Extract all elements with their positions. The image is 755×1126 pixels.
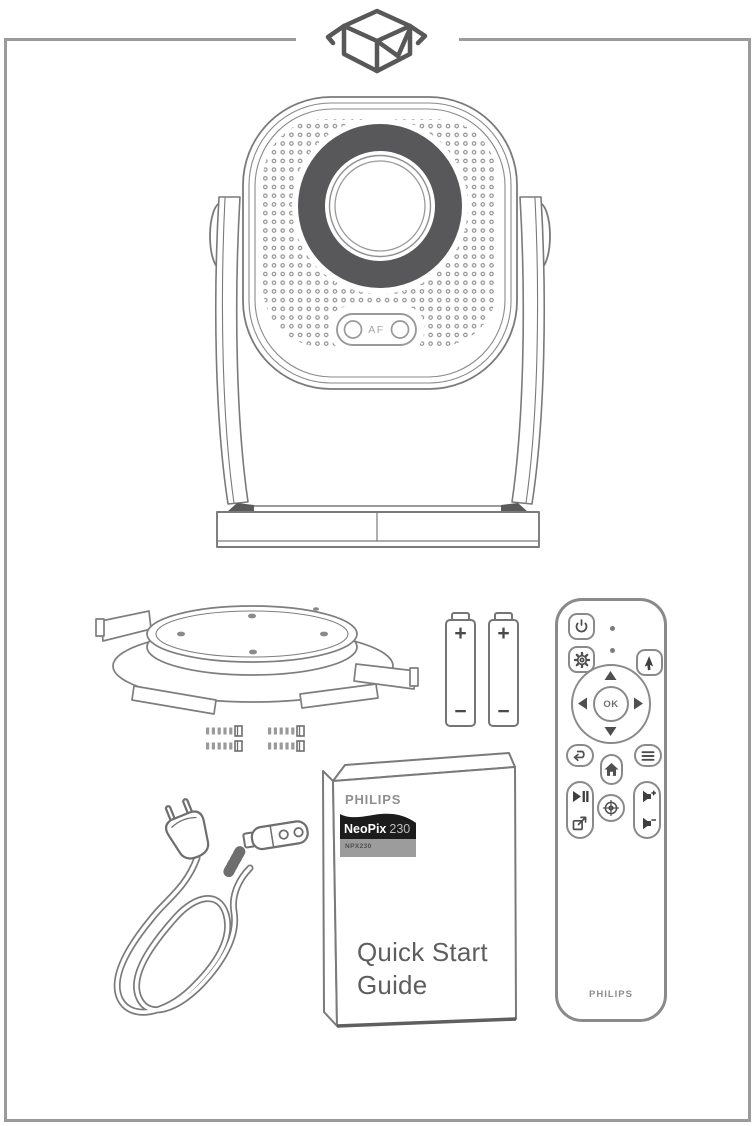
battery-plus-label: +	[454, 622, 467, 645]
plate-screw-holes	[177, 607, 328, 655]
autofocus-button	[597, 794, 625, 822]
dpad-down-icon	[604, 727, 617, 736]
dpad-right-icon	[634, 697, 643, 710]
ok-button: OK	[593, 686, 629, 722]
dpad-left-icon	[578, 697, 587, 710]
play-pause-icon	[573, 790, 589, 802]
battery-minus-label: −	[497, 700, 510, 723]
volume-buttons	[633, 781, 661, 839]
volume-up-icon	[643, 790, 656, 803]
screen-mirror-icon	[572, 816, 587, 831]
plate-tab-left	[100, 610, 152, 642]
projector-illustration	[209, 96, 551, 548]
screw	[206, 740, 243, 752]
mounting-plate	[95, 605, 419, 715]
battery-terminal	[451, 612, 470, 620]
guide-title: Quick Start Guide	[357, 937, 488, 1000]
power-icon	[575, 619, 588, 633]
plate-tab-bottom-right	[299, 683, 379, 709]
pointer-cursor-icon	[644, 655, 653, 670]
banner-swoosh	[340, 810, 416, 823]
plate-top	[146, 605, 358, 663]
battery-plus-label: +	[497, 622, 510, 645]
dpad	[571, 664, 651, 744]
battery-terminal	[494, 612, 513, 620]
plate-tab-bottom-left	[131, 685, 217, 715]
power-button	[568, 613, 595, 640]
remote-brand-logo: PHILIPS	[589, 989, 633, 1000]
home-icon	[604, 762, 619, 776]
screw	[268, 740, 305, 752]
remote-control: OK	[555, 598, 667, 1022]
guide-brand-logo: PHILIPS	[345, 792, 402, 807]
back-icon	[573, 750, 585, 761]
battery: + −	[445, 619, 476, 727]
media-buttons	[566, 781, 594, 839]
power-cable	[113, 798, 309, 1016]
guide-model-code: NPX230	[345, 843, 372, 850]
open-box-icon	[325, 8, 428, 74]
battery: + −	[488, 619, 519, 727]
volume-down-icon	[643, 817, 656, 830]
autofocus-sensor-pill	[336, 313, 417, 346]
settings-gear-icon	[573, 651, 590, 668]
power-plug	[164, 798, 210, 860]
plate-tab-right	[353, 663, 417, 690]
pointer-button	[636, 649, 663, 676]
autofocus-icon	[603, 800, 619, 816]
screw	[268, 725, 305, 737]
stand-arms	[214, 196, 546, 505]
autofocus-label: AF	[368, 323, 385, 336]
menu-icon	[641, 750, 655, 761]
projector-lens	[298, 124, 462, 288]
settings-button	[568, 646, 595, 673]
led-dot	[609, 625, 615, 631]
menu-button	[634, 744, 662, 767]
guide-model-band: NPX230	[340, 839, 416, 857]
dpad-up-icon	[604, 671, 617, 680]
stand-base	[216, 503, 540, 548]
home-button	[600, 754, 623, 785]
battery-minus-label: −	[454, 700, 467, 723]
screws	[206, 725, 305, 752]
led-dot	[609, 647, 615, 653]
cable-connector	[223, 820, 309, 878]
back-button	[566, 744, 594, 767]
screw	[206, 725, 243, 737]
